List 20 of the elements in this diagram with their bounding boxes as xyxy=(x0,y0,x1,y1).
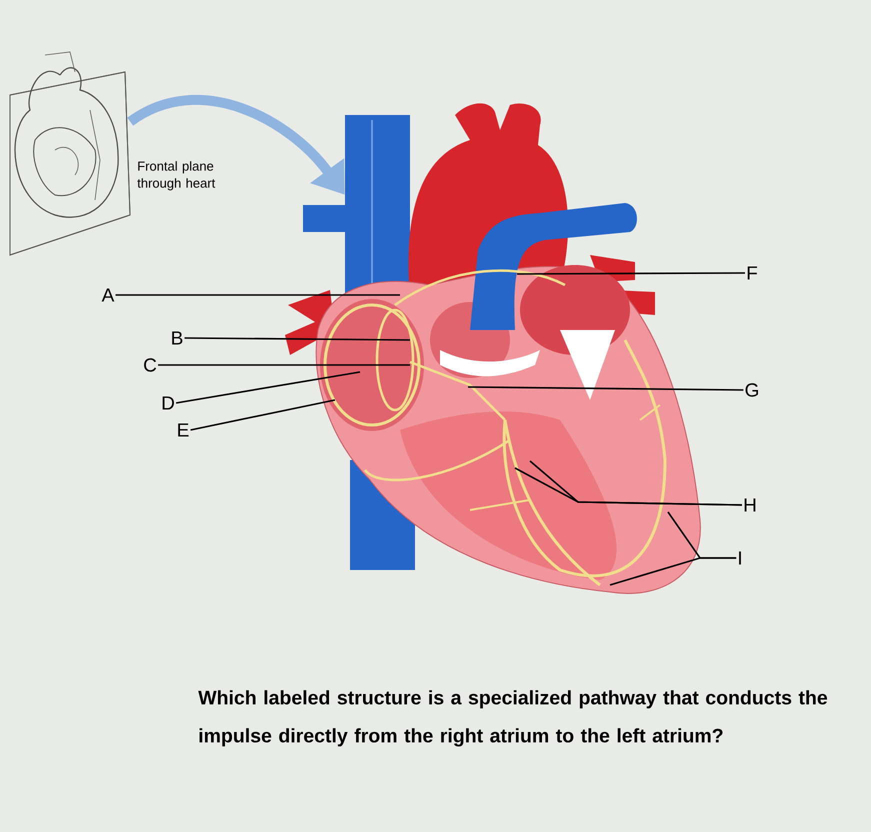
label-letter: G xyxy=(746,383,758,397)
plane-label: Frontal plane through heart xyxy=(137,161,216,190)
leader-line xyxy=(610,557,736,586)
label-letter: I xyxy=(739,551,741,565)
leader-line xyxy=(468,386,744,391)
label-letter: H xyxy=(744,498,756,512)
leader-line xyxy=(190,399,336,431)
label-letter: F xyxy=(748,266,758,280)
leader-line xyxy=(184,337,410,341)
label-letter: D xyxy=(162,396,174,410)
label-letter: C xyxy=(144,358,156,372)
heart-cross-section-drawing xyxy=(285,103,701,594)
label-letter: A xyxy=(102,288,114,302)
label-letter: B xyxy=(172,331,182,345)
leader-line xyxy=(158,364,410,366)
leader-line xyxy=(176,371,360,404)
leader-line xyxy=(517,272,745,275)
leader-line xyxy=(529,460,742,506)
label-letter: E xyxy=(178,423,189,437)
question-text: Which labeled structure is a specialized pathway that conducts the impulse directly from the right atrium to the left atrium? xyxy=(198,690,828,746)
